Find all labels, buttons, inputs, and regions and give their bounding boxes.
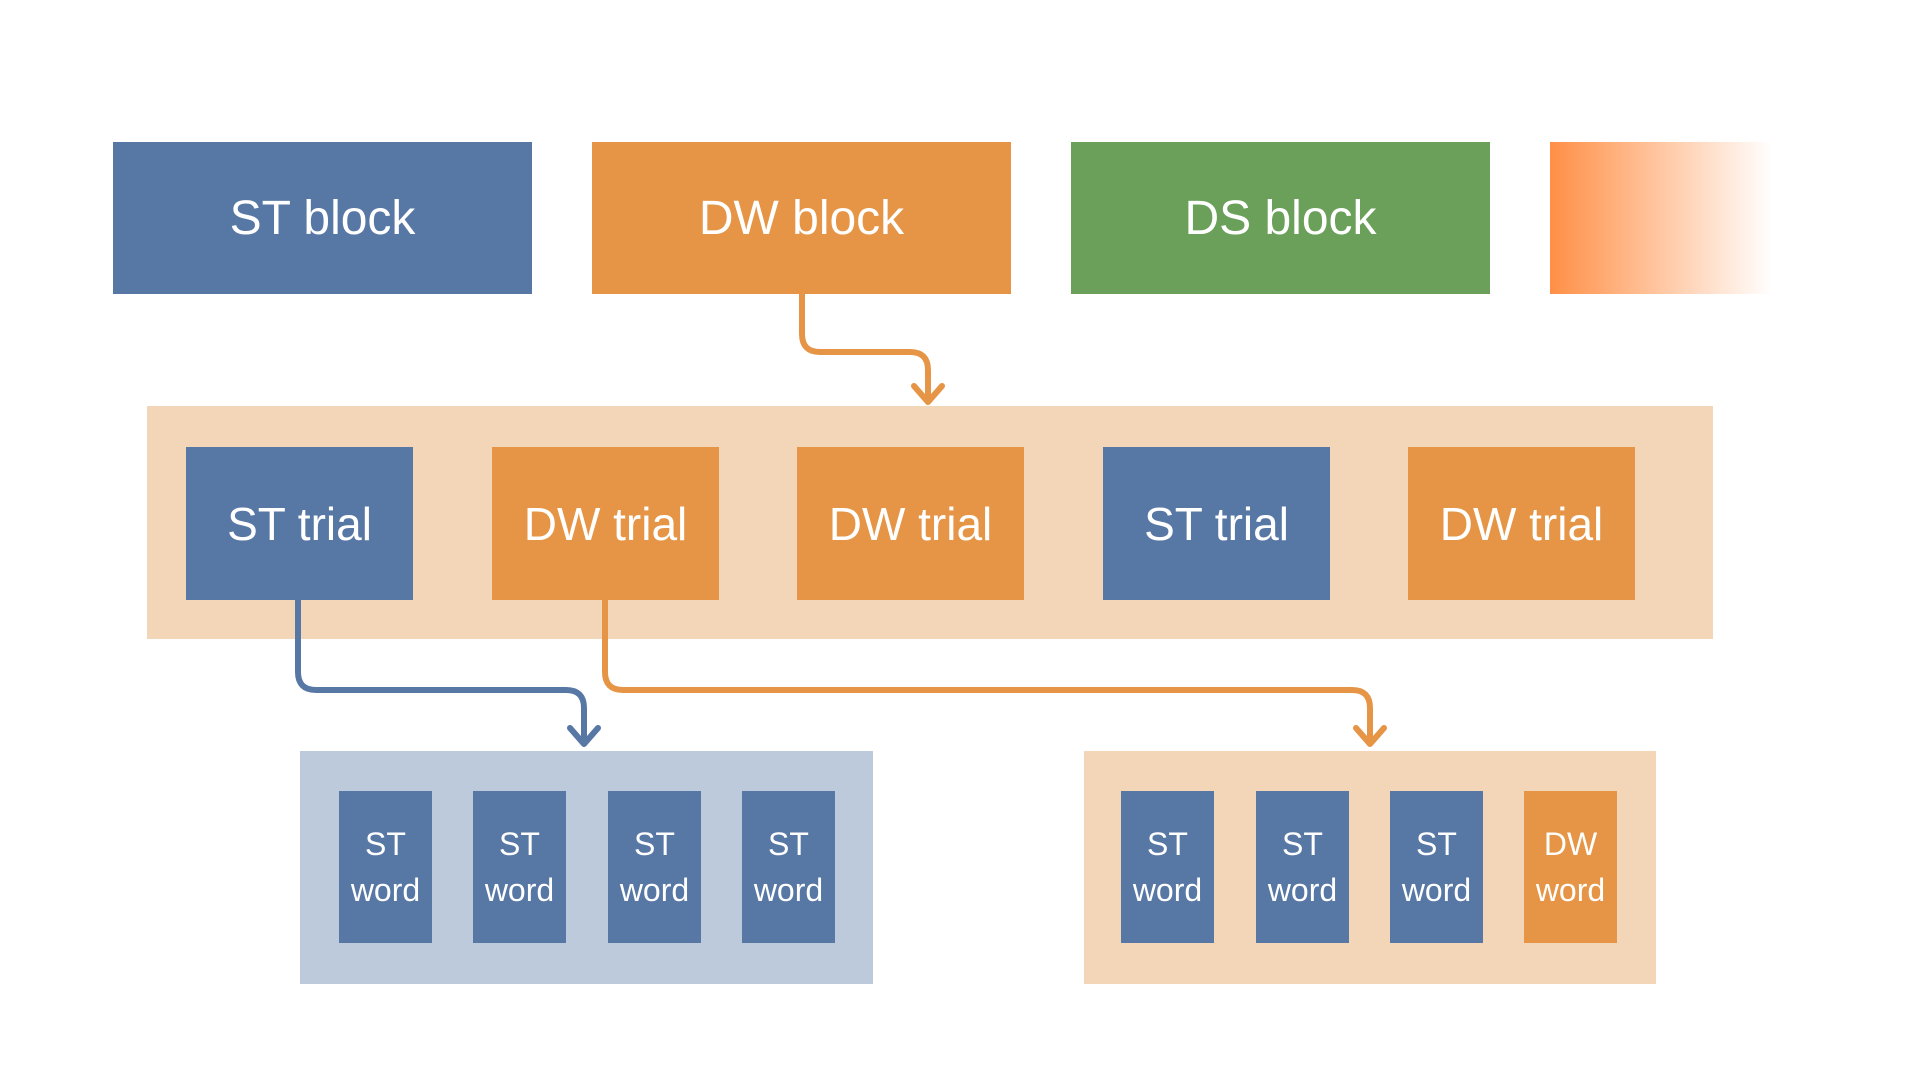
word-line2: word (350, 872, 421, 908)
word-line1: ST (365, 826, 406, 862)
word-st: ST word (1121, 791, 1214, 943)
arrow-dw-block-to-trials (799, 291, 931, 401)
word-st: ST word (742, 791, 835, 943)
trial-dw: DW trial (492, 447, 719, 600)
word-line2: word (1267, 872, 1338, 908)
word-line1: DW (1543, 826, 1598, 862)
arrow-head (911, 383, 945, 405)
trial-label: DW trial (523, 497, 688, 550)
arrow-head (567, 725, 601, 747)
trial-label: DW trial (828, 497, 993, 550)
word-line2: word (619, 872, 690, 908)
word-line1: ST (634, 826, 675, 862)
word-line1: ST (768, 826, 809, 862)
trial-label: ST trial (227, 497, 372, 550)
block-fading-continuation (1550, 142, 1772, 294)
trial-label: DW trial (1439, 497, 1604, 550)
word-line2: word (753, 872, 824, 908)
word-line1: ST (1416, 826, 1457, 862)
block-dw: DW block (592, 142, 1011, 294)
trial-st: ST trial (1103, 447, 1330, 600)
word-st: ST word (1390, 791, 1483, 943)
word-dw: DW word (1524, 791, 1617, 943)
word-line1: ST (1282, 826, 1323, 862)
block-label: ST block (229, 191, 416, 245)
word-st: ST word (608, 791, 701, 943)
word-st: ST word (1256, 791, 1349, 943)
word-line2: word (1132, 872, 1203, 908)
trial-dw: DW trial (1408, 447, 1635, 600)
block-ds: DS block (1071, 142, 1490, 294)
trial-label: ST trial (1144, 497, 1289, 550)
trial-st: ST trial (186, 447, 413, 600)
word-line1: ST (1147, 826, 1188, 862)
word-st: ST word (339, 791, 432, 943)
arrow-head (1353, 725, 1387, 747)
word-st: ST word (473, 791, 566, 943)
word-line2: word (1535, 872, 1606, 908)
word-line1: ST (499, 826, 540, 862)
word-line2: word (1401, 872, 1472, 908)
block-label: DW block (698, 191, 905, 245)
word-line2: word (484, 872, 555, 908)
block-label: DS block (1184, 191, 1377, 245)
trial-dw: DW trial (797, 447, 1024, 600)
block-st: ST block (113, 142, 532, 294)
